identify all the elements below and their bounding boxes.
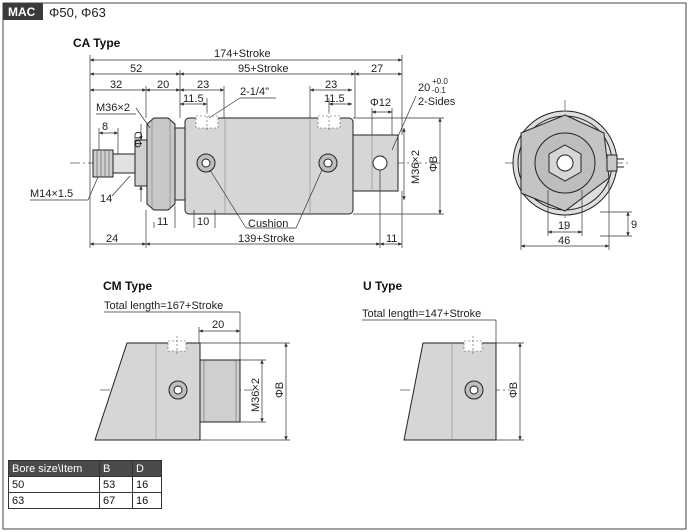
ca-dim-phi12: Φ12 (370, 97, 391, 109)
table-header-d: D (132, 460, 162, 477)
ca-dim-11-5a: 11.5 (183, 93, 204, 105)
ca-cushion-screw-rear (318, 153, 338, 173)
ca-dim-20: 20 (157, 79, 169, 91)
u-phiB: ΦB (508, 382, 520, 398)
ca-dim-11b: 11 (386, 233, 397, 245)
end-view-rod (556, 154, 574, 172)
cm-cushion-screw (168, 380, 188, 400)
cm-total-length: Total length=167+Stroke (104, 300, 223, 312)
cm-phiB: ΦB (274, 382, 286, 398)
table-cell: 16 (132, 492, 162, 509)
ca-dim-95: 95+Stroke (238, 63, 288, 75)
header-series: Φ50, Φ63 (49, 5, 106, 20)
ca-dim-27: 27 (371, 63, 383, 75)
table-row: 50 53 16 (8, 476, 162, 493)
ca-pin-tol-main: 20 (418, 82, 430, 94)
ca-type-title: CA Type (73, 36, 121, 50)
end-view-dim-46: 46 (558, 235, 570, 247)
table-cell: 50 (8, 476, 100, 493)
ca-m36-left: M36×2 (96, 102, 130, 114)
ca-pin-hole (372, 155, 388, 171)
ca-dim-11-5b: 11.5 (324, 93, 345, 105)
ca-port-rear (317, 112, 341, 131)
ca-m14: M14×1.5 (30, 188, 73, 200)
u-cushion-screw (464, 380, 484, 400)
ca-pin-tol-upper: +0.0 (432, 77, 448, 86)
ca-dim-14: 14 (100, 193, 112, 205)
ca-phiD: ΦD (133, 131, 145, 148)
header-badge-bg (3, 3, 43, 20)
bore-size-table: Bore size\Item B D 50 53 16 63 67 16 (8, 460, 162, 509)
end-view-cushion-screw (606, 154, 618, 172)
table-cell: 53 (99, 476, 133, 493)
ca-m36-right: M36×2 (410, 150, 422, 184)
ca-port-size: 2-1/4" (240, 86, 269, 98)
header-badge: MAC (8, 5, 36, 19)
ca-dim-24: 24 (106, 233, 118, 245)
ca-dim-23b: 23 (325, 79, 337, 91)
table-cell: 67 (99, 492, 133, 509)
ca-dim-overall: 174+Stroke (214, 48, 271, 60)
table-cell: 16 (132, 476, 162, 493)
ca-rod-thread (92, 149, 136, 178)
end-view-dim-19: 19 (558, 220, 570, 232)
ca-front-cover (146, 117, 176, 211)
ca-two-sides: 2-Sides (418, 96, 456, 108)
cm-rear-thread (199, 359, 241, 423)
ca-cushion-screw-front (196, 153, 216, 173)
cm-type-title: CM Type (103, 279, 152, 293)
ca-dim-139: 139+Stroke (238, 233, 295, 245)
ca-dim-32: 32 (110, 79, 122, 91)
ca-phiB: ΦB (428, 156, 440, 172)
cm-m36: M36×2 (250, 378, 262, 412)
u-type-title: U Type (363, 279, 402, 293)
table-header-row: Bore size\Item B D (8, 460, 162, 477)
ca-front-neck (174, 127, 186, 201)
ca-port-front (195, 112, 219, 131)
table-header-b: B (99, 460, 133, 477)
table-header-bore: Bore size\Item (8, 460, 100, 477)
end-view-dim-9: 9 (631, 219, 637, 231)
u-port (463, 336, 483, 354)
ca-pin-tol-lower: -0.1 (432, 86, 446, 95)
cm-port (167, 336, 187, 354)
ca-cushion: Cushion (248, 218, 288, 230)
ca-dim-23a: 23 (197, 79, 209, 91)
u-total-length: Total length=147+Stroke (362, 308, 481, 320)
ca-dim-11a: 11 (157, 216, 168, 228)
ca-dim-52: 52 (130, 63, 142, 75)
ca-dim-10: 10 (197, 216, 209, 228)
table-cell: 63 (8, 492, 100, 509)
table-row: 63 67 16 (8, 492, 162, 509)
ca-dim-8: 8 (102, 121, 108, 133)
cm-dim-20: 20 (212, 319, 224, 331)
